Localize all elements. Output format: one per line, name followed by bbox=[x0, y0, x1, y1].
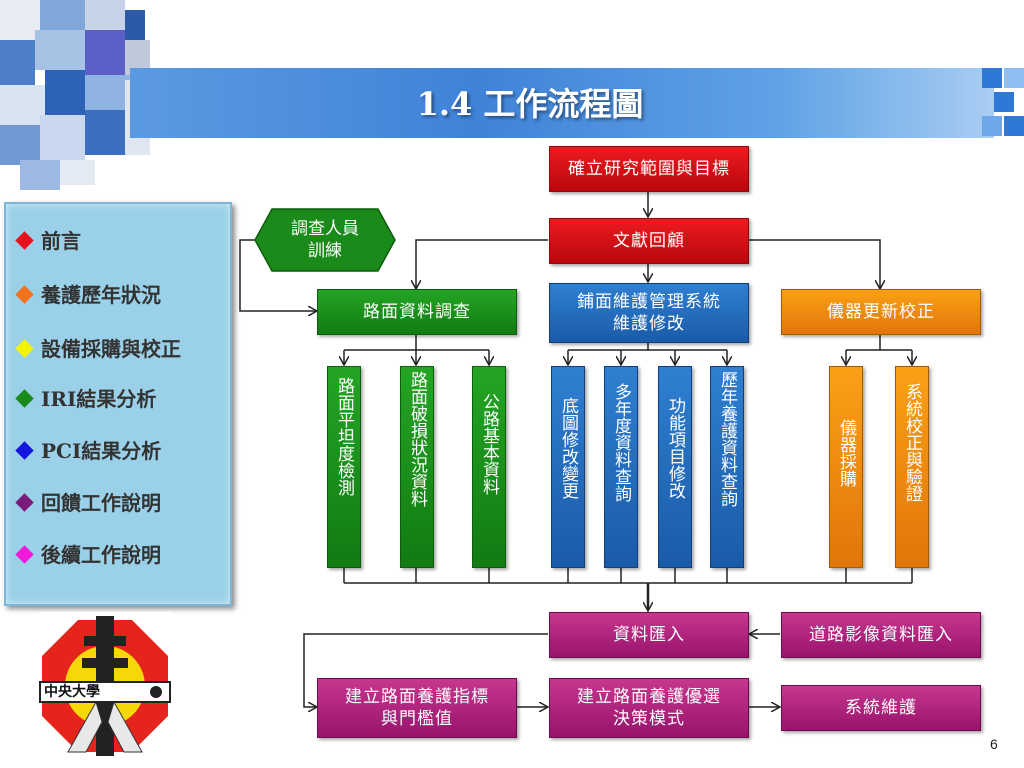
sidebar-item-pci[interactable]: PCI結果分析 bbox=[15, 436, 161, 466]
flow-box-calibration: 系統校正與驗證 bbox=[895, 366, 929, 568]
sidebar-nav: 前言 養護歷年狀況 設備採購與校正 IRI結果分析 PCI結果分析 回饋工作說明… bbox=[4, 202, 232, 606]
flow-box-flatness: 路面平坦度檢測 bbox=[327, 366, 361, 568]
flow-box-basemap: 底圖修改變更 bbox=[551, 366, 585, 568]
title-band bbox=[130, 68, 994, 138]
sidebar-item-iri[interactable]: IRI結果分析 bbox=[15, 384, 156, 414]
flow-box-pms: 鋪面維護管理系統 維護修改 bbox=[549, 283, 749, 343]
flow-box-maintenance: 系統維護 bbox=[781, 685, 981, 731]
flow-box-purchase: 儀器採購 bbox=[829, 366, 863, 568]
sidebar-item-feedback[interactable]: 回饋工作說明 bbox=[15, 488, 161, 518]
sidebar-item-intro[interactable]: 前言 bbox=[15, 226, 81, 256]
flow-box-damage: 路面破損狀況資料 bbox=[400, 366, 434, 568]
logo-text: 中央大學 bbox=[44, 684, 100, 700]
flow-box-decision: 建立路面養護優選 決策模式 bbox=[549, 678, 749, 738]
flow-box-indicator: 建立路面養護指標 與門檻值 bbox=[317, 678, 517, 738]
flow-box-review: 文獻回顧 bbox=[549, 218, 749, 264]
flow-box-history-query: 歷年養護資料查詢 bbox=[710, 366, 744, 568]
decorative-cubes bbox=[0, 0, 175, 200]
decorative-squares bbox=[982, 68, 1024, 138]
flow-box-instrument: 儀器更新校正 bbox=[781, 289, 981, 335]
sidebar-item-equipment[interactable]: 設備採購與校正 bbox=[15, 334, 181, 364]
training-label: 調查人員 訓練 bbox=[291, 219, 359, 261]
sidebar-item-followup[interactable]: 後續工作說明 bbox=[15, 540, 161, 570]
flow-box-data-import: 資料匯入 bbox=[549, 612, 749, 658]
page-number: 6 bbox=[990, 736, 998, 752]
flow-box-image-import: 道路影像資料匯入 bbox=[781, 612, 981, 658]
flow-box-function: 功能項目修改 bbox=[658, 366, 692, 568]
flow-box-multi-year: 多年度資料查詢 bbox=[604, 366, 638, 568]
flow-box-road-survey: 路面資料調查 bbox=[317, 289, 517, 335]
flow-box-scope: 確立研究範圍與目標 bbox=[549, 146, 749, 192]
flow-box-road-basic: 公路基本資料 bbox=[472, 366, 506, 568]
flow-box-training: 調查人員 訓練 bbox=[254, 208, 396, 272]
university-logo: 中央大學 bbox=[38, 612, 172, 760]
sidebar-item-history[interactable]: 養護歷年狀況 bbox=[15, 280, 161, 310]
page-title: 1.4 工作流程圖 bbox=[416, 85, 644, 123]
